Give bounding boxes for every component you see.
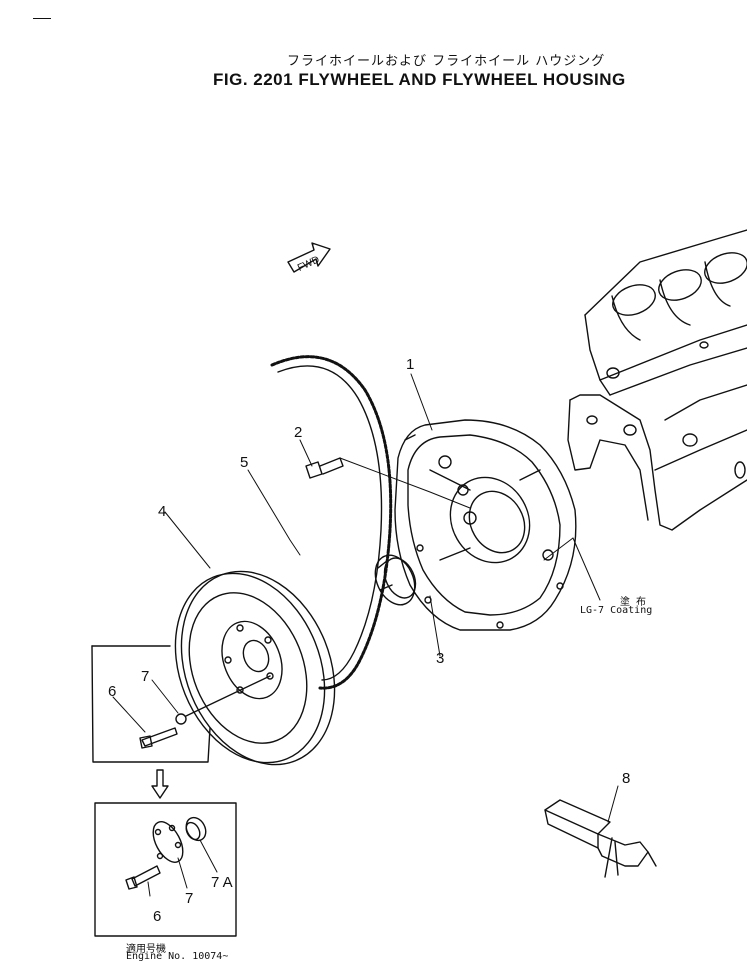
engine-number-note: Engine No. 10074~ bbox=[126, 951, 229, 962]
callout-4: 4 bbox=[158, 503, 167, 520]
oil-seal bbox=[374, 554, 417, 606]
callout-7-lower: 7 bbox=[185, 890, 194, 907]
corner-mark bbox=[33, 18, 51, 19]
coating-note-japanese: 塗 布 bbox=[620, 597, 647, 608]
callout-2: 2 bbox=[294, 424, 303, 441]
leader-lines bbox=[112, 373, 619, 897]
callout-1: 1 bbox=[406, 356, 415, 373]
engine-block bbox=[567, 229, 747, 531]
detail-box-lower bbox=[94, 802, 237, 937]
callout-6: 6 bbox=[108, 683, 117, 700]
forward-arrow-icon bbox=[287, 242, 331, 273]
callout-8: 8 bbox=[622, 770, 631, 787]
callout-3: 3 bbox=[436, 650, 445, 667]
figure-title-japanese: フライホイールおよび フライホイール ハウジング bbox=[287, 54, 606, 69]
flywheel-housing bbox=[394, 419, 577, 631]
housing-bolt bbox=[305, 457, 344, 479]
figure-title: FIG. 2201 FLYWHEEL AND FLYWHEEL HOUSING bbox=[213, 70, 626, 89]
installation-tool bbox=[544, 799, 657, 878]
callout-7: 7 bbox=[141, 668, 150, 685]
flywheel bbox=[174, 570, 336, 766]
coating-note: LG-7 Coating bbox=[580, 605, 653, 616]
ring-gear bbox=[270, 355, 393, 690]
engine-note-japanese: 適用号機 bbox=[126, 944, 166, 955]
callout-5: 5 bbox=[240, 454, 249, 471]
detail-box-upper bbox=[91, 645, 271, 763]
down-arrow-icon bbox=[151, 769, 169, 799]
callout-7a-lower: 7 A bbox=[211, 874, 233, 891]
callout-6-lower: 6 bbox=[153, 908, 162, 925]
